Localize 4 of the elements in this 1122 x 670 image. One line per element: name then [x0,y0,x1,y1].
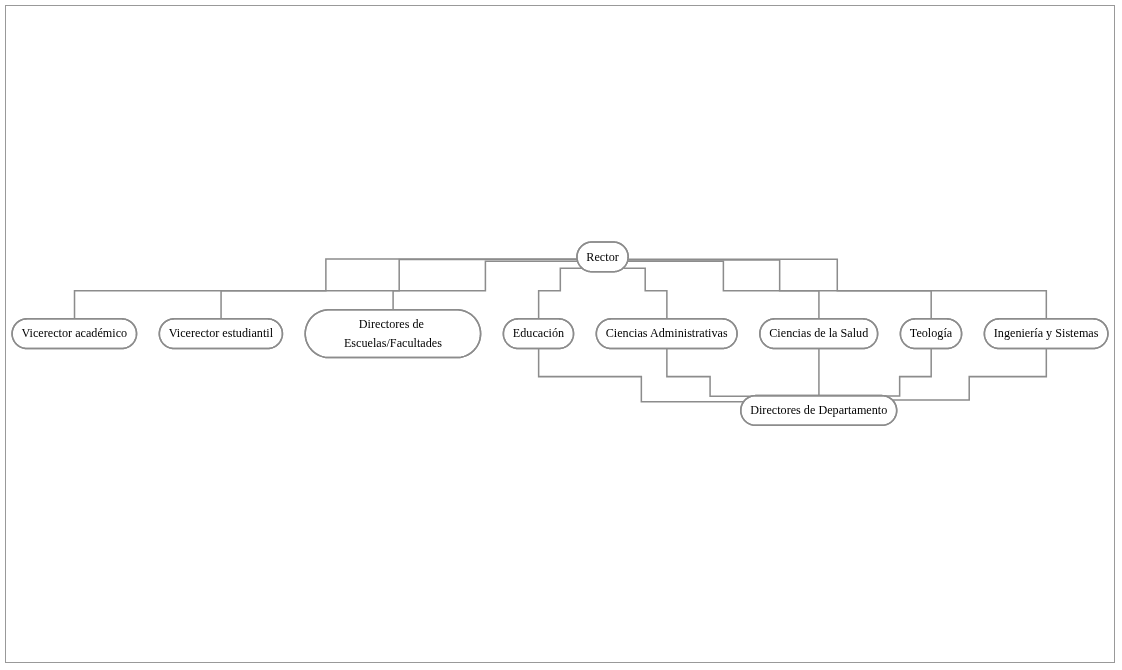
connector [627,260,820,321]
connector [627,259,933,321]
connector [622,267,668,321]
connector [627,258,1048,321]
